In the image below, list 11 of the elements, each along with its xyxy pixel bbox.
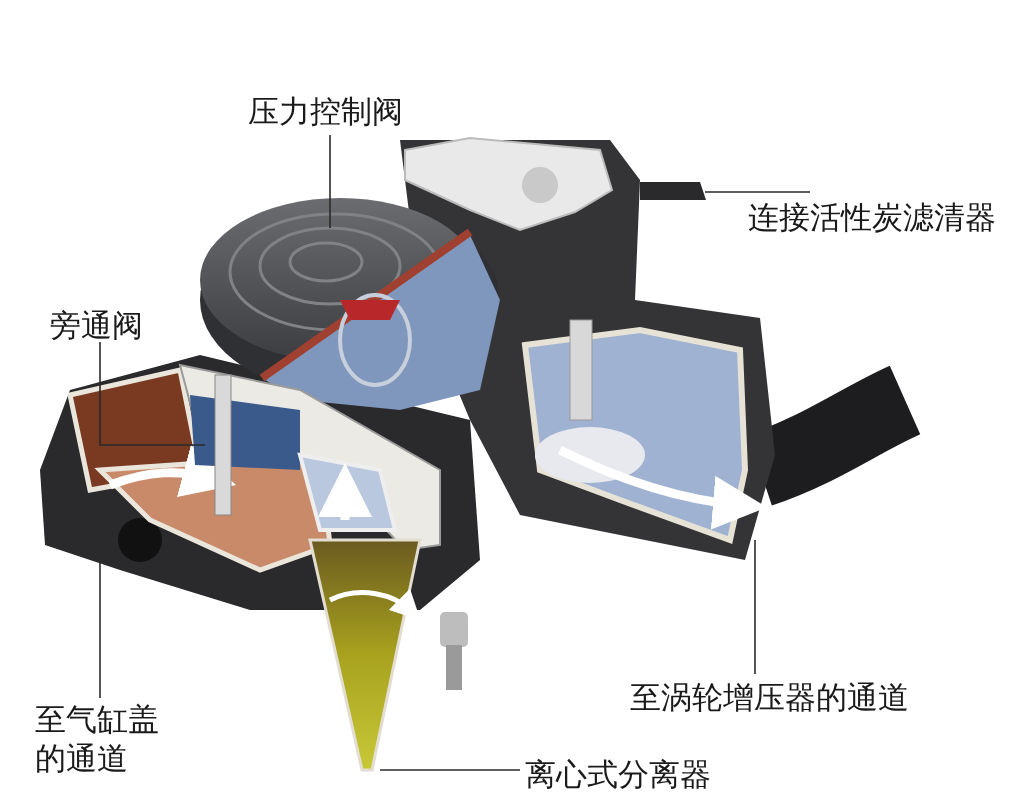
leader-line bbox=[99, 341, 206, 446]
part-label: 连接活性炭滤清器 bbox=[748, 198, 996, 237]
part-label: 离心式分离器 bbox=[525, 755, 711, 794]
leader-line bbox=[329, 134, 331, 229]
leader-line bbox=[704, 191, 811, 193]
part-label: 至气缸盖的通道 bbox=[35, 700, 165, 778]
part-label: 旁通阀 bbox=[50, 306, 143, 345]
part-label: 至涡轮增压器的通道 bbox=[630, 678, 909, 717]
leader-line bbox=[754, 539, 756, 675]
leader-line bbox=[379, 769, 521, 771]
part-label: 压力控制阀 bbox=[248, 92, 403, 131]
